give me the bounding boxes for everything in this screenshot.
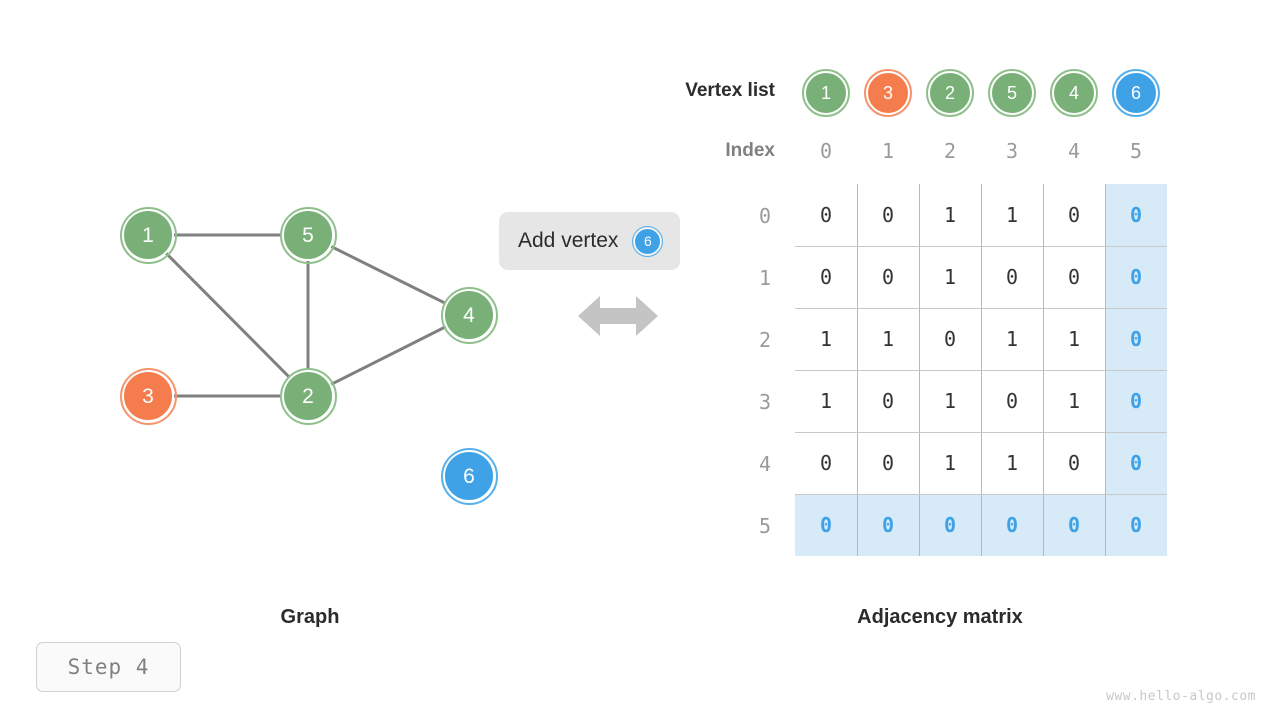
- vertex-list-item-label: 2: [944, 82, 955, 103]
- matrix-gridline-horizontal: [795, 370, 1167, 371]
- matrix-cell-1-2: 1: [943, 265, 957, 289]
- graph-node-1[interactable]: 1: [119, 206, 177, 264]
- matrix-caption: Adjacency matrix: [857, 606, 1023, 628]
- vertex-list-item-2[interactable]: 2: [926, 69, 974, 117]
- matrix-cell-3-0: 1: [819, 389, 833, 413]
- matrix-cell-1-4: 0: [1067, 265, 1081, 289]
- matrix-cell-3-5: 0: [1105, 370, 1167, 432]
- graph-node-3[interactable]: 3: [119, 367, 177, 425]
- vertex-list-item-5[interactable]: 5: [988, 69, 1036, 117]
- matrix-cell-5-2: 0: [919, 494, 981, 556]
- matrix-gridline-horizontal: [795, 432, 1167, 433]
- step-label: Step 4: [67, 655, 150, 679]
- vertex-list-item-label: 6: [1130, 82, 1141, 103]
- matrix-row-label-2: 2: [758, 328, 771, 352]
- matrix-gridline-horizontal: [795, 308, 1167, 309]
- matrix-cell-0-0: 0: [819, 203, 833, 227]
- vertex-list-item-label: 5: [1006, 82, 1017, 103]
- graph-caption: Graph: [280, 606, 340, 628]
- add-vertex-chip[interactable]: Add vertex 6: [499, 212, 681, 270]
- watermark: www.hello-algo.com: [1106, 689, 1256, 704]
- matrix-cell-5-3: 0: [981, 494, 1043, 556]
- matrix-cell-3-2: 1: [943, 389, 957, 413]
- vertex-list-item-4[interactable]: 4: [1050, 69, 1098, 117]
- matrix-cell-0-1: 0: [881, 203, 895, 227]
- graph-edges: [146, 233, 470, 398]
- graph-edge: [146, 233, 310, 398]
- vertex-list-item-label: 3: [882, 82, 893, 103]
- matrix-cell-4-0: 0: [819, 451, 833, 475]
- matrix-cell-5-5: 0: [1105, 494, 1167, 556]
- index-cell-1: 1: [881, 139, 895, 163]
- index-cell-2: 2: [943, 139, 957, 163]
- matrix-cell-0-4: 0: [1067, 203, 1081, 227]
- matrix-row-label-4: 4: [758, 452, 771, 476]
- bidirectional-arrow-icon: [578, 296, 658, 336]
- matrix-cell-1-5: 0: [1105, 246, 1167, 308]
- graph-node-6[interactable]: 6: [440, 447, 498, 505]
- vertex-list-item-label: 1: [820, 82, 831, 103]
- graph-node-4[interactable]: 4: [440, 286, 498, 344]
- graph-node-label: 1: [142, 223, 154, 247]
- matrix-cell-0-5: 0: [1105, 184, 1167, 246]
- graph-edge: [307, 233, 470, 317]
- matrix-cell-4-1: 0: [881, 451, 895, 475]
- vertex-list-item-3[interactable]: 3: [864, 69, 912, 117]
- vertex-list-item-label: 4: [1068, 82, 1079, 103]
- matrix-cell-1-3: 0: [1005, 265, 1019, 289]
- matrix-cell-4-2: 1: [943, 451, 957, 475]
- matrix-cell-2-4: 1: [1067, 327, 1081, 351]
- matrix-row-label-3: 3: [758, 390, 771, 414]
- matrix-gridline-horizontal: [795, 246, 1167, 247]
- matrix-row-label-5: 5: [758, 514, 771, 538]
- matrix-cell-1-1: 0: [881, 265, 895, 289]
- vertex-list-label: Vertex list: [685, 80, 775, 101]
- graph-node-2[interactable]: 2: [279, 367, 337, 425]
- matrix-cell-2-5: 0: [1105, 308, 1167, 370]
- matrix-row-label-0: 0: [758, 204, 771, 228]
- matrix-gridline-horizontal: [795, 494, 1167, 495]
- matrix-cell-1-0: 0: [819, 265, 833, 289]
- index-cell-4: 4: [1067, 139, 1081, 163]
- graph-node-label: 5: [302, 223, 314, 247]
- graph-edge: [307, 313, 470, 398]
- matrix-cell-2-3: 1: [1005, 327, 1019, 351]
- graph-node-label: 6: [463, 464, 475, 488]
- matrix-cell-0-3: 1: [1005, 203, 1019, 227]
- index-label: Index: [725, 140, 775, 161]
- step-badge: Step 4: [36, 642, 181, 692]
- index-cell-3: 3: [1005, 139, 1019, 163]
- vertex-list-item-6[interactable]: 6: [1112, 69, 1160, 117]
- graph-node-5[interactable]: 5: [279, 206, 337, 264]
- graph-node-label: 2: [302, 384, 314, 408]
- vertex-list-item-1[interactable]: 1: [802, 69, 850, 117]
- matrix-cell-5-1: 0: [857, 494, 919, 556]
- matrix-cell-4-5: 0: [1105, 432, 1167, 494]
- add-vertex-label: Add vertex: [518, 229, 619, 252]
- index-cell-5: 5: [1129, 139, 1143, 163]
- matrix-cell-3-1: 0: [881, 389, 895, 413]
- matrix-cell-2-1: 1: [881, 327, 895, 351]
- matrix-cell-4-3: 1: [1005, 451, 1019, 475]
- matrix-cell-2-2: 0: [943, 327, 957, 351]
- matrix-cell-5-4: 0: [1043, 494, 1105, 556]
- matrix-cell-3-3: 0: [1005, 389, 1019, 413]
- matrix-row-label-1: 1: [758, 266, 771, 290]
- matrix-cell-5-0: 0: [795, 494, 857, 556]
- matrix-cell-2-0: 1: [819, 327, 833, 351]
- graph-node-label: 3: [142, 384, 154, 408]
- matrix-cell-4-4: 0: [1067, 451, 1081, 475]
- index-cell-0: 0: [819, 139, 833, 163]
- graph-node-label: 4: [463, 303, 475, 327]
- matrix-cell-3-4: 1: [1067, 389, 1081, 413]
- add-vertex-badge: 6: [632, 225, 664, 257]
- matrix-cell-0-2: 1: [943, 203, 957, 227]
- graph-panel: 1 5 4 3 2 6: [0, 0, 560, 600]
